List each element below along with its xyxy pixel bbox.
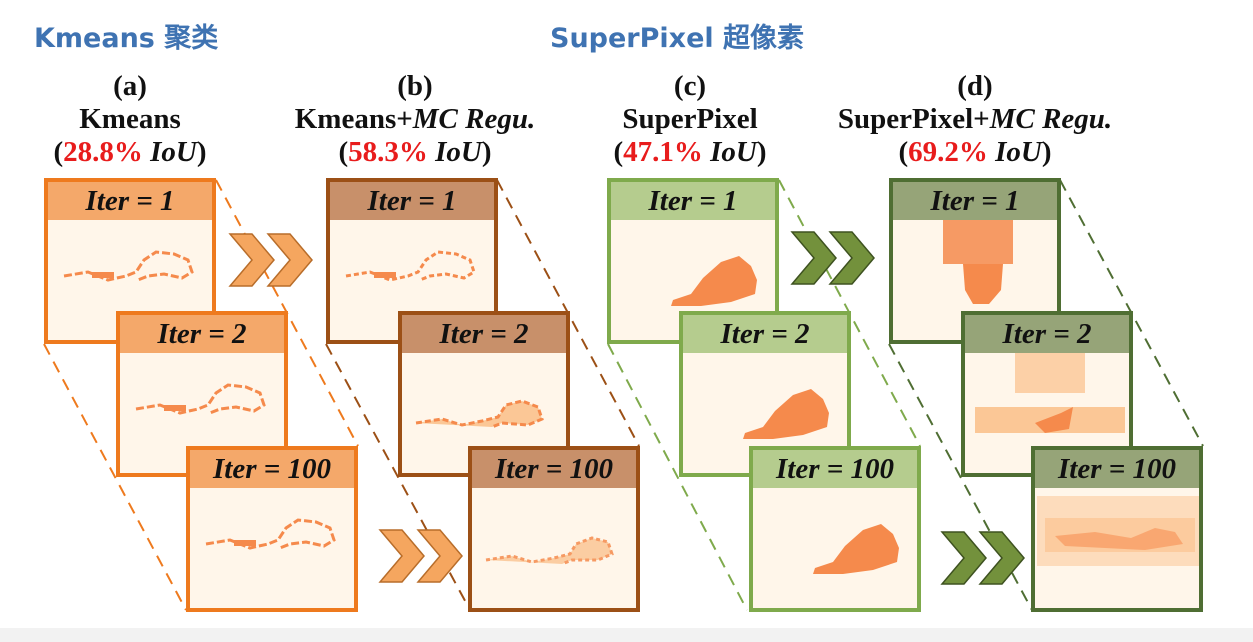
iou-score: (69.2% IoU)	[898, 136, 1052, 168]
iteration-panel-col2-iter3: Iter = 100	[468, 446, 640, 612]
iou-score: (28.8% IoU)	[53, 136, 207, 168]
iteration-label: Iter = 1	[48, 182, 212, 220]
iteration-panel-col4-iter3: Iter = 100	[1031, 446, 1203, 612]
column-header-a: (a) Kmeans (28.8% IoU)	[30, 70, 230, 169]
column-letter: (d)	[957, 70, 993, 102]
iteration-label: Iter = 100	[472, 450, 636, 488]
iteration-label: Iter = 100	[1035, 450, 1199, 488]
iteration-label: Iter = 100	[753, 450, 917, 488]
column-header-b: (b) Kmeans+MC Regu. (58.3% IoU)	[260, 70, 570, 169]
iteration-label: Iter = 1	[893, 182, 1057, 220]
double-chevron-right-icon	[790, 231, 875, 285]
iou-score: (47.1% IoU)	[613, 136, 767, 168]
double-chevron-right-icon	[228, 233, 313, 287]
iteration-panel-col1-iter1: Iter = 1	[44, 178, 216, 344]
iteration-label: Iter = 1	[330, 182, 494, 220]
iteration-label: Iter = 2	[965, 315, 1129, 353]
iteration-label: Iter = 2	[402, 315, 566, 353]
column-method-name: Kmeans+MC Regu.	[294, 103, 536, 135]
iou-score: (58.3% IoU)	[338, 136, 492, 168]
iteration-label: Iter = 1	[611, 182, 775, 220]
iteration-panel-col3-iter3: Iter = 100	[749, 446, 921, 612]
iteration-label: Iter = 100	[190, 450, 354, 488]
column-letter: (a)	[113, 70, 147, 102]
column-letter: (c)	[673, 70, 707, 102]
column-method-name: Kmeans	[79, 103, 181, 135]
iteration-panel-col1-iter3: Iter = 100	[186, 446, 358, 612]
double-chevron-right-icon	[940, 531, 1025, 585]
column-letter: (b)	[397, 70, 433, 102]
iteration-label: Iter = 2	[120, 315, 284, 353]
double-chevron-right-icon	[378, 529, 463, 583]
section-title-kmeans: Kmeans 聚类	[34, 23, 219, 54]
iteration-label: Iter = 2	[683, 315, 847, 353]
column-method-name: SuperPixel	[622, 103, 758, 135]
bottom-strip	[0, 628, 1253, 642]
column-header-d: (d) SuperPixel+MC Regu. (69.2% IoU)	[810, 70, 1140, 169]
column-header-c: (c) SuperPixel (47.1% IoU)	[590, 70, 790, 169]
section-title-superpixel: SuperPixel 超像素	[550, 23, 805, 54]
column-method-name: SuperPixel+MC Regu.	[837, 103, 1113, 135]
